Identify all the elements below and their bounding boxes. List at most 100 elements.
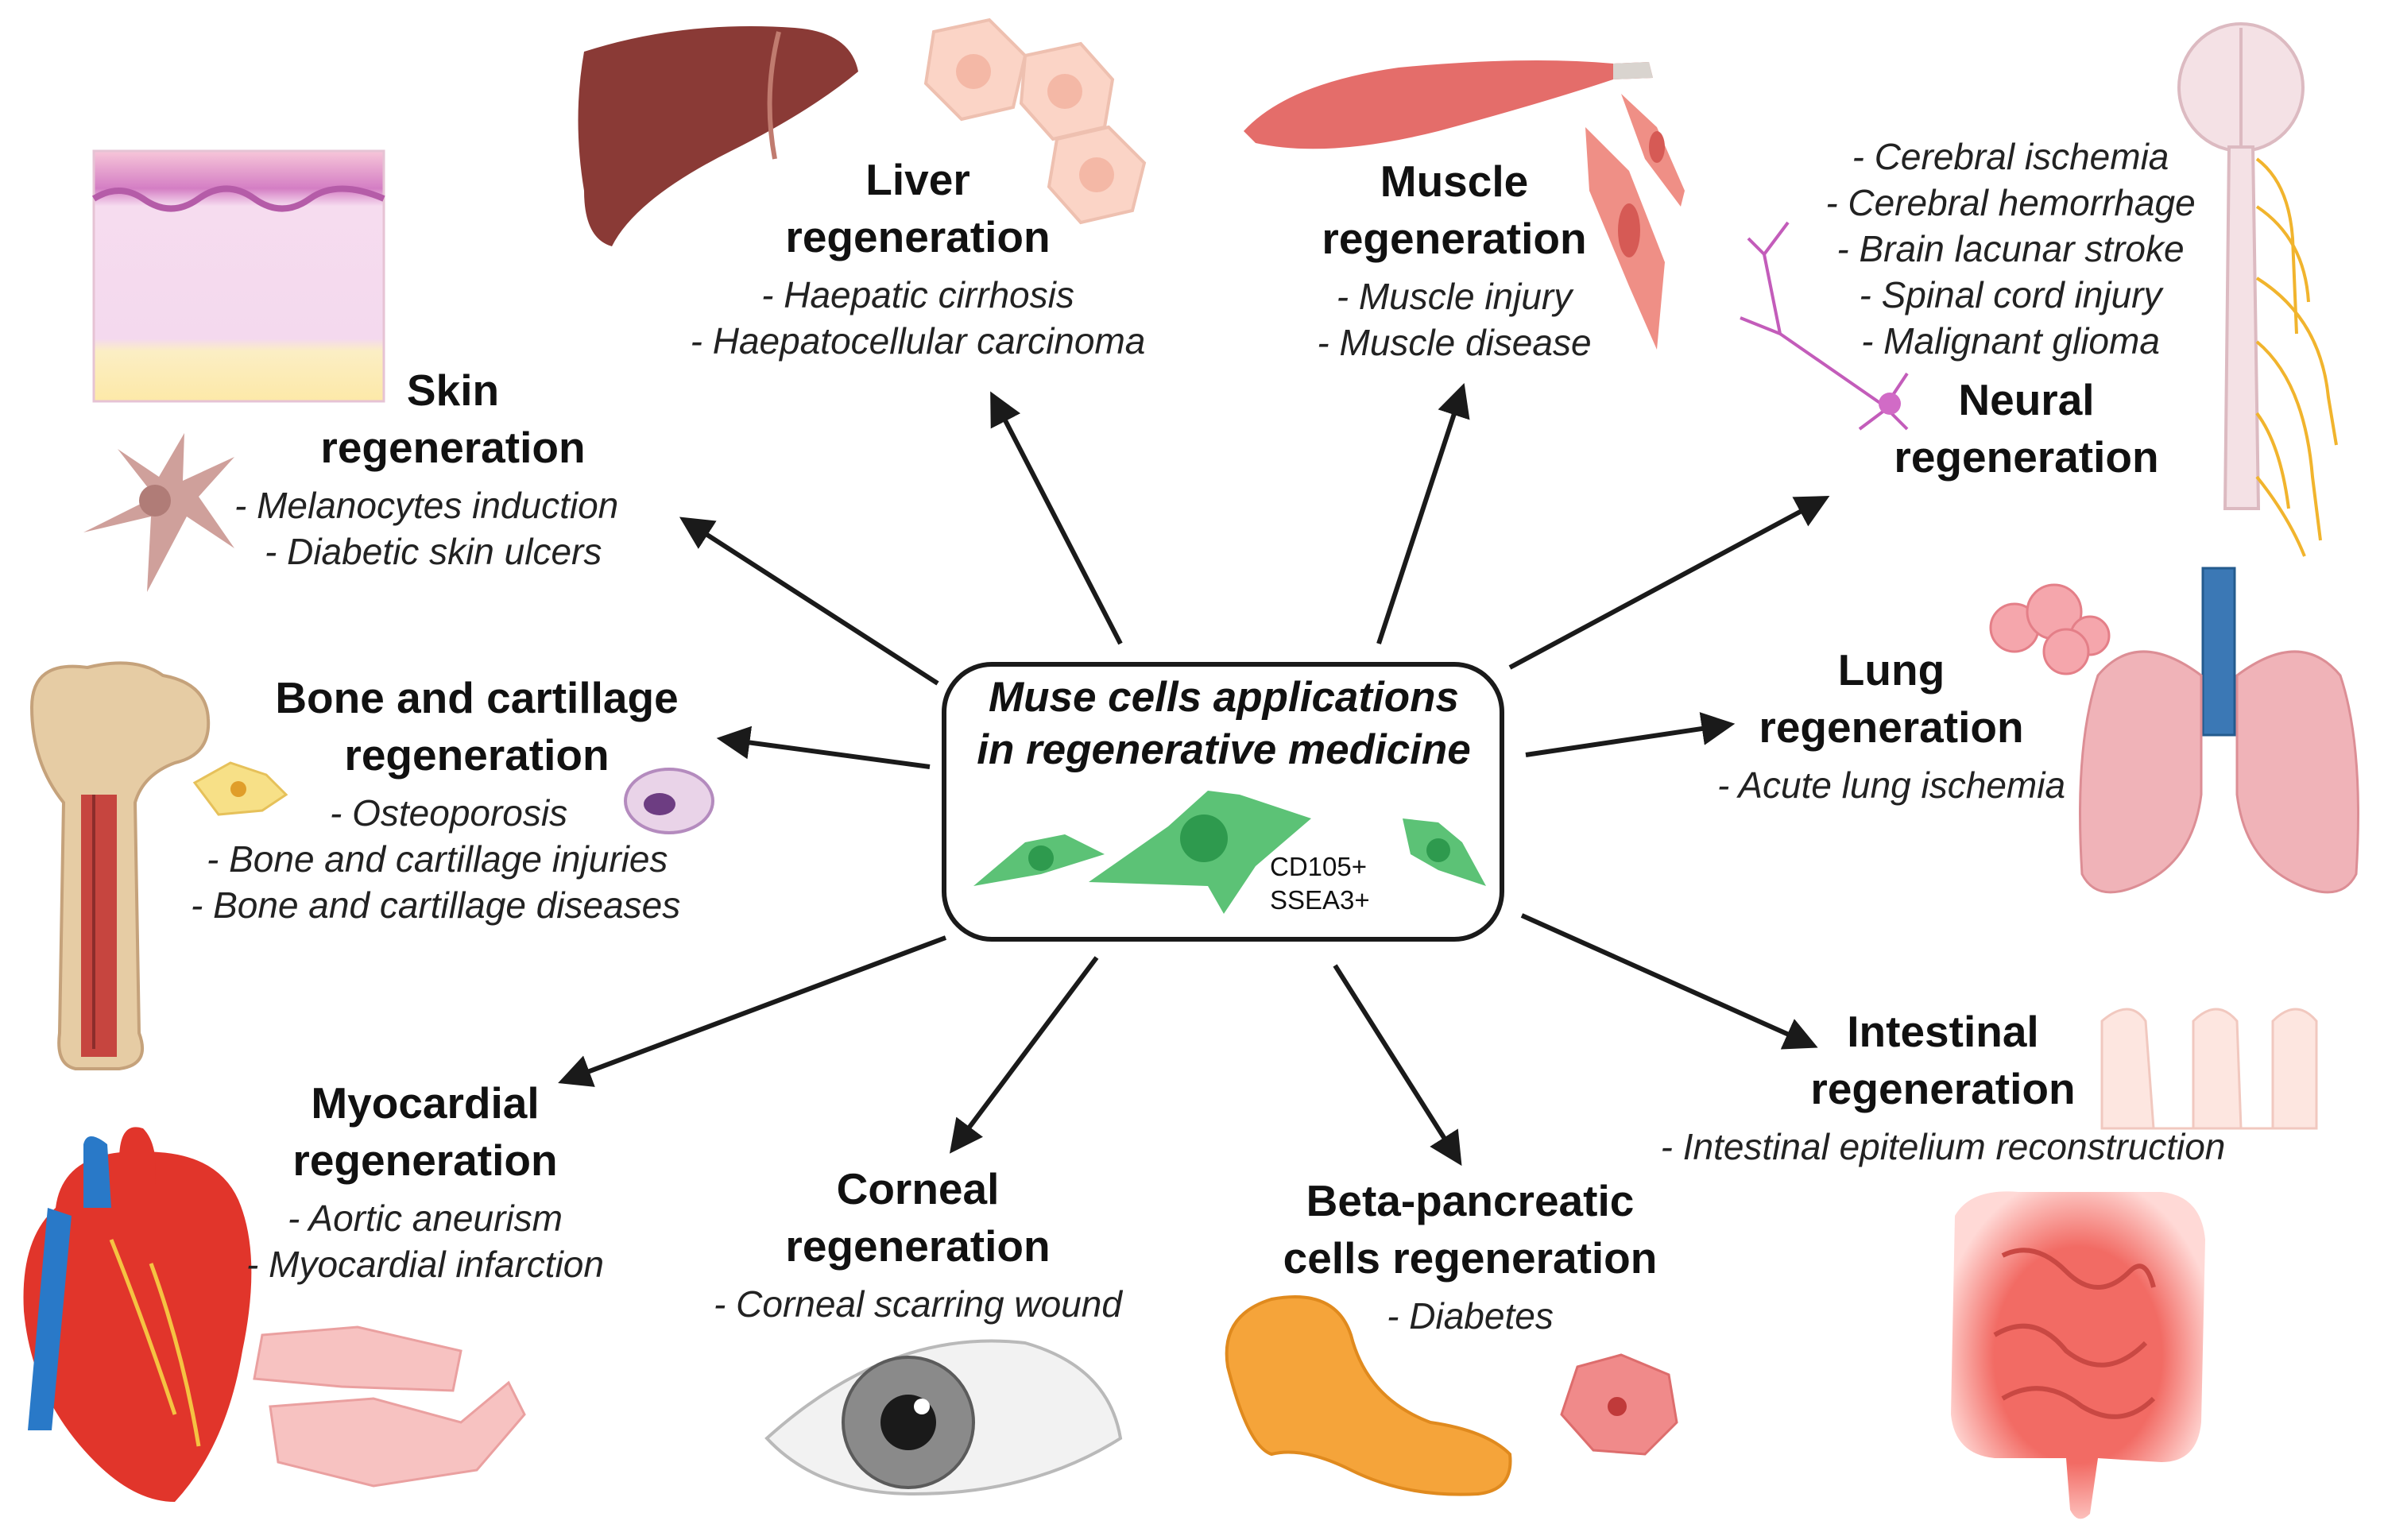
- liver-items: - Haepatic cirrhosis - Haepatocellular c…: [604, 272, 1232, 364]
- intestine-organ: [1951, 1191, 2205, 1519]
- neural-items-block: - Cerebral ischemia - Cerebral hemorrhag…: [1780, 133, 2241, 364]
- lung-title: Lung regeneration: [1759, 645, 2024, 752]
- lung-items: - Acute lung ischemia: [1693, 762, 2090, 808]
- neural-title: Neural regeneration: [1894, 375, 2159, 482]
- osteocyte: [192, 761, 288, 816]
- muse-cell-small-left: [973, 834, 1105, 886]
- muscle-items: - Muscle injury - Muscle disease: [1248, 273, 1661, 366]
- neural-item: - Cerebral ischemia: [1852, 136, 2169, 177]
- center-title: Muse cells applications in regenerative …: [954, 671, 1494, 776]
- corneal-illustration: [764, 1339, 1123, 1496]
- melanocyte: [83, 433, 234, 592]
- pancreatic-items: - Diabetes: [1256, 1293, 1685, 1339]
- myocardial-title: Myocardial regeneration: [292, 1078, 558, 1185]
- intestinal-label: Intestinal regeneration - Intestinal epi…: [1625, 1003, 2261, 1170]
- bone-label: Bone and cartillage regeneration - Osteo…: [187, 669, 767, 928]
- arrow-to-intestinal: [1520, 913, 1818, 1050]
- neural-items: - Cerebral ischemia - Cerebral hemorrhag…: [1780, 133, 2241, 364]
- neural-item: - Brain lacunar stroke: [1836, 228, 2185, 269]
- femur: [29, 661, 211, 1070]
- villi: [2100, 1008, 2318, 1130]
- liver-organ: [578, 26, 858, 246]
- bone-title: Bone and cartillage regeneration: [275, 673, 679, 780]
- liver-illustration: [578, 17, 1147, 246]
- corneal-label: Corneal regeneration - Corneal scarring …: [679, 1160, 1156, 1327]
- myocardial-items: - Aortic aneurism - Myocardial infarctio…: [219, 1195, 632, 1287]
- arrows: [558, 383, 1830, 1167]
- bone-item: - Bone and cartillage diseases: [191, 884, 681, 926]
- skin-items: - Melanocytes induction - Diabetic skin …: [234, 482, 671, 575]
- neural-item: - Malignant glioma: [1861, 320, 2160, 362]
- corneal-item: - Corneal scarring wound: [714, 1283, 1122, 1325]
- beta-cell: [1560, 1353, 1678, 1456]
- neuron-cell: [1740, 221, 1909, 431]
- neural-illustration: [1740, 22, 2338, 557]
- arrow-to-myocardial: [558, 935, 947, 1087]
- skin-item: - Diabetic skin ulcers: [265, 531, 602, 572]
- myocardial-item: - Aortic aneurism: [288, 1198, 563, 1239]
- skin-title: Skin regeneration: [320, 366, 586, 472]
- aorta: [83, 1136, 111, 1208]
- arrow-to-pancreatic: [1333, 964, 1462, 1167]
- arrow-to-liver: [990, 391, 1123, 645]
- intestinal-title: Intestinal regeneration: [1810, 1007, 2076, 1113]
- neural-title-block: Neural regeneration: [1860, 371, 2193, 486]
- bone-item: - Osteoporosis: [330, 792, 568, 834]
- marker-ssea3: SSEA3+: [1270, 885, 1370, 915]
- lung-illustration: [1989, 567, 2359, 894]
- intestinal-items: - Intestinal epitelium reconstruction: [1625, 1124, 2261, 1170]
- arrow-to-neural: [1508, 496, 1830, 670]
- arrow-to-muscle: [1376, 383, 1470, 644]
- bone-item: - Bone and cartillage injuries: [207, 838, 668, 880]
- pancreatic-illustration: [1225, 1295, 1678, 1496]
- neural-item: - Cerebral hemorrhage: [1825, 182, 2196, 223]
- intestinal-item: - Intestinal epitelium reconstruction: [1660, 1126, 2226, 1167]
- bone-illustration: [29, 661, 714, 1070]
- muscle-organ: [1244, 60, 1653, 149]
- lung-item: - Acute lung ischemia: [1716, 764, 2066, 806]
- marker-cd105: CD105+: [1270, 852, 1367, 881]
- pancreatic-label: Beta-pancreatic cells regeneration - Dia…: [1256, 1172, 1685, 1339]
- muscle-label: Muscle regeneration - Muscle injury - Mu…: [1248, 153, 1661, 366]
- corneal-items: - Corneal scarring wound: [679, 1281, 1156, 1327]
- muscle-illustration: [1244, 60, 1685, 350]
- spinal-nerves: [2255, 157, 2338, 557]
- center-title-line2: in regenerative medicine: [977, 726, 1471, 773]
- muscle-title: Muscle regeneration: [1322, 157, 1587, 263]
- muscle-item: - Muscle injury: [1336, 276, 1573, 317]
- lung-label: Lung regeneration - Acute lung ischemia: [1693, 641, 2090, 808]
- liver-title: Liver regeneration: [785, 155, 1051, 261]
- pancreatic-item: - Diabetes: [1387, 1295, 1554, 1337]
- arrow-to-corneal: [949, 956, 1099, 1154]
- intestinal-illustration: [1951, 1008, 2318, 1519]
- bone-items: - Osteoporosis - Bone and cartillage inj…: [187, 790, 767, 928]
- arrow-to-bone: [716, 726, 931, 769]
- skin-label: Skin regeneration - Melanocytes inductio…: [234, 362, 671, 575]
- center-markers: CD105+ SSEA3+: [1270, 850, 1370, 917]
- muse-cell-small-right: [1403, 818, 1486, 886]
- arrow-to-skin: [679, 517, 939, 686]
- cardiomyocytes: [253, 1325, 526, 1488]
- skin-item: - Melanocytes induction: [234, 485, 619, 526]
- liver-item: - Haepatic cirrhosis: [761, 274, 1074, 315]
- right-lung: [2235, 650, 2359, 894]
- alveoli: [1989, 583, 2111, 675]
- corneal-title: Corneal regeneration: [785, 1164, 1051, 1271]
- neural-item: - Spinal cord injury: [1859, 274, 2162, 315]
- spinal-cord: [2223, 145, 2261, 510]
- myocardial-item: - Myocardial infarction: [246, 1244, 604, 1285]
- pancreatic-title: Beta-pancreatic cells regeneration: [1283, 1176, 1658, 1283]
- center-hub: [942, 662, 1504, 942]
- left-lung: [2079, 650, 2203, 894]
- center-title-line1: Muse cells applications: [988, 674, 1460, 721]
- liver-label: Liver regeneration - Haepatic cirrhosis …: [604, 151, 1232, 364]
- myocardial-label: Myocardial regeneration - Aortic aneuris…: [219, 1074, 632, 1287]
- arrow-to-lung: [1525, 712, 1736, 757]
- pancreas-organ: [1225, 1295, 1512, 1496]
- muse-cell-large: [1089, 791, 1311, 914]
- muscle-item: - Muscle disease: [1317, 322, 1592, 363]
- chondrocyte: [624, 768, 714, 834]
- skin-illustration: [83, 149, 385, 592]
- myocardial-illustration: [23, 1127, 526, 1502]
